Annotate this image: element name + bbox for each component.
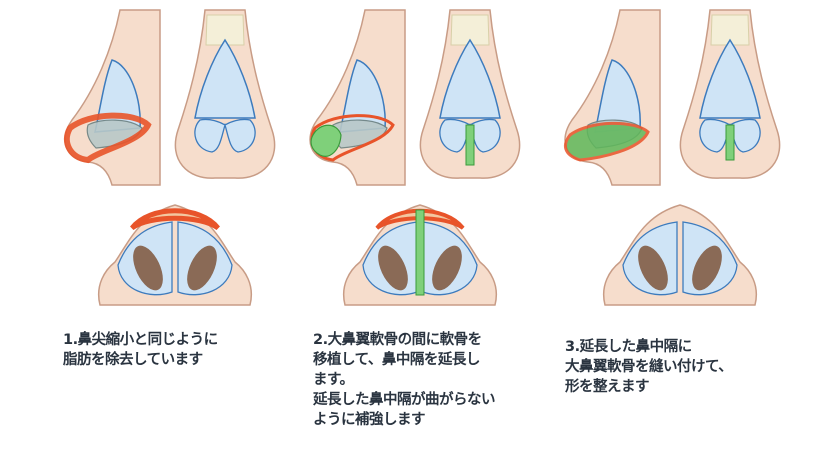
panel-3-front-view xyxy=(679,9,781,179)
caption-step-1: 1.鼻尖縮小と同じように 脂肪を除去しています xyxy=(63,332,218,368)
panel-2-side-view xyxy=(309,9,406,186)
panel-2-bottom-view xyxy=(342,204,498,306)
panel-3-bottom-view xyxy=(602,204,758,306)
caption-step-2: 2.大鼻翼軟骨の間に軟骨を 移植して、鼻中隔を延長し ます。 延長した鼻中隔が曲… xyxy=(313,332,496,428)
panel-1-front-view xyxy=(174,9,276,179)
panel-2-front-view xyxy=(419,9,521,179)
caption-step-3: 3.延長した鼻中隔に 大鼻翼軟骨を縫い付けて、 形を整えます xyxy=(565,339,733,395)
panel-3-side-view xyxy=(563,9,661,186)
panel-1-side-view xyxy=(63,9,161,186)
panel-1-bottom-view xyxy=(97,204,253,306)
